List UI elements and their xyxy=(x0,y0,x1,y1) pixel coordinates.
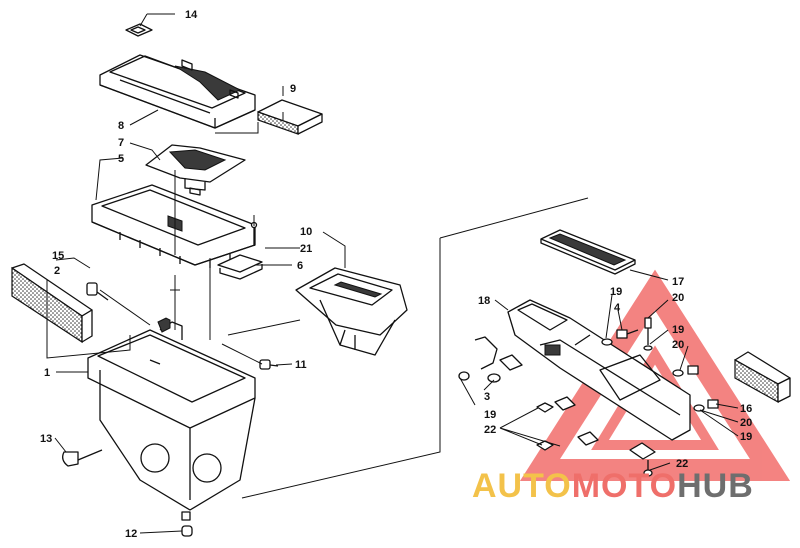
part-3-wire-bracket xyxy=(474,336,523,371)
callout-18: 18 xyxy=(478,295,490,307)
part-16-filter-pad xyxy=(734,351,791,404)
watermark-auto: AUTOMOTOHUB xyxy=(472,467,754,505)
callout-19-c: 19 xyxy=(484,409,496,421)
callout-6: 6 xyxy=(297,260,303,272)
watermark-auto-part: AUTO xyxy=(472,467,572,505)
callout-19-b: 19 xyxy=(672,324,684,336)
callout-13: 13 xyxy=(40,433,52,445)
callout-15: 15 xyxy=(52,250,64,262)
callout-11: 11 xyxy=(295,359,307,371)
callout-16: 16 xyxy=(740,403,752,415)
part-10-front-duct xyxy=(295,267,408,356)
assembly-bracket-line xyxy=(241,197,589,499)
callout-1: 1 xyxy=(44,367,50,379)
watermark-moto-part: MOTO xyxy=(572,467,677,505)
callout-7: 7 xyxy=(118,137,124,149)
part-15-bolt xyxy=(86,282,109,301)
callout-14: 14 xyxy=(185,9,198,21)
callout-8: 8 xyxy=(118,120,124,132)
callout-20-c: 20 xyxy=(740,417,752,429)
callout-19-d: 19 xyxy=(740,431,752,443)
part-11-screw xyxy=(259,359,279,370)
part-5-tray xyxy=(91,184,256,268)
callout-12: 12 xyxy=(125,528,137,540)
callout-20-a: 20 xyxy=(672,292,684,304)
callout-22-a: 22 xyxy=(484,424,496,436)
part-9-filter-block xyxy=(257,99,323,135)
callout-17: 17 xyxy=(672,276,684,288)
callout-9: 9 xyxy=(290,83,296,95)
part-2-filter-element xyxy=(11,263,93,344)
part-18-duct-housing xyxy=(507,299,691,441)
callout-3: 3 xyxy=(484,391,490,403)
callout-2: 2 xyxy=(54,265,60,277)
left-leader-lines xyxy=(46,13,346,534)
part-6-grommet-strip xyxy=(217,254,263,280)
callout-5: 5 xyxy=(118,153,124,165)
callout-21: 21 xyxy=(300,243,312,255)
part-13-clamp xyxy=(62,449,103,467)
callout-labels: 14 9 8 7 5 10 21 6 15 2 11 1 13 12 17 18… xyxy=(40,9,752,540)
watermark-text: AUTOMOTOHUB xyxy=(472,467,754,505)
part-7-inlet-duct xyxy=(145,144,246,196)
right-leader-lines xyxy=(459,269,739,471)
callout-20-b: 20 xyxy=(672,339,684,351)
callout-4: 4 xyxy=(614,302,621,314)
part-14-clip xyxy=(125,23,153,37)
part-12-drain-plug xyxy=(181,525,193,537)
part-1-airbox-body xyxy=(87,317,256,521)
callout-10: 10 xyxy=(300,226,312,238)
watermark-hub-part: HUB xyxy=(677,467,754,505)
callout-22-b: 22 xyxy=(676,458,688,470)
callout-19-a: 19 xyxy=(610,286,622,298)
part-8-airbox-lid xyxy=(99,54,256,129)
part-17-seal-frame xyxy=(540,229,636,275)
